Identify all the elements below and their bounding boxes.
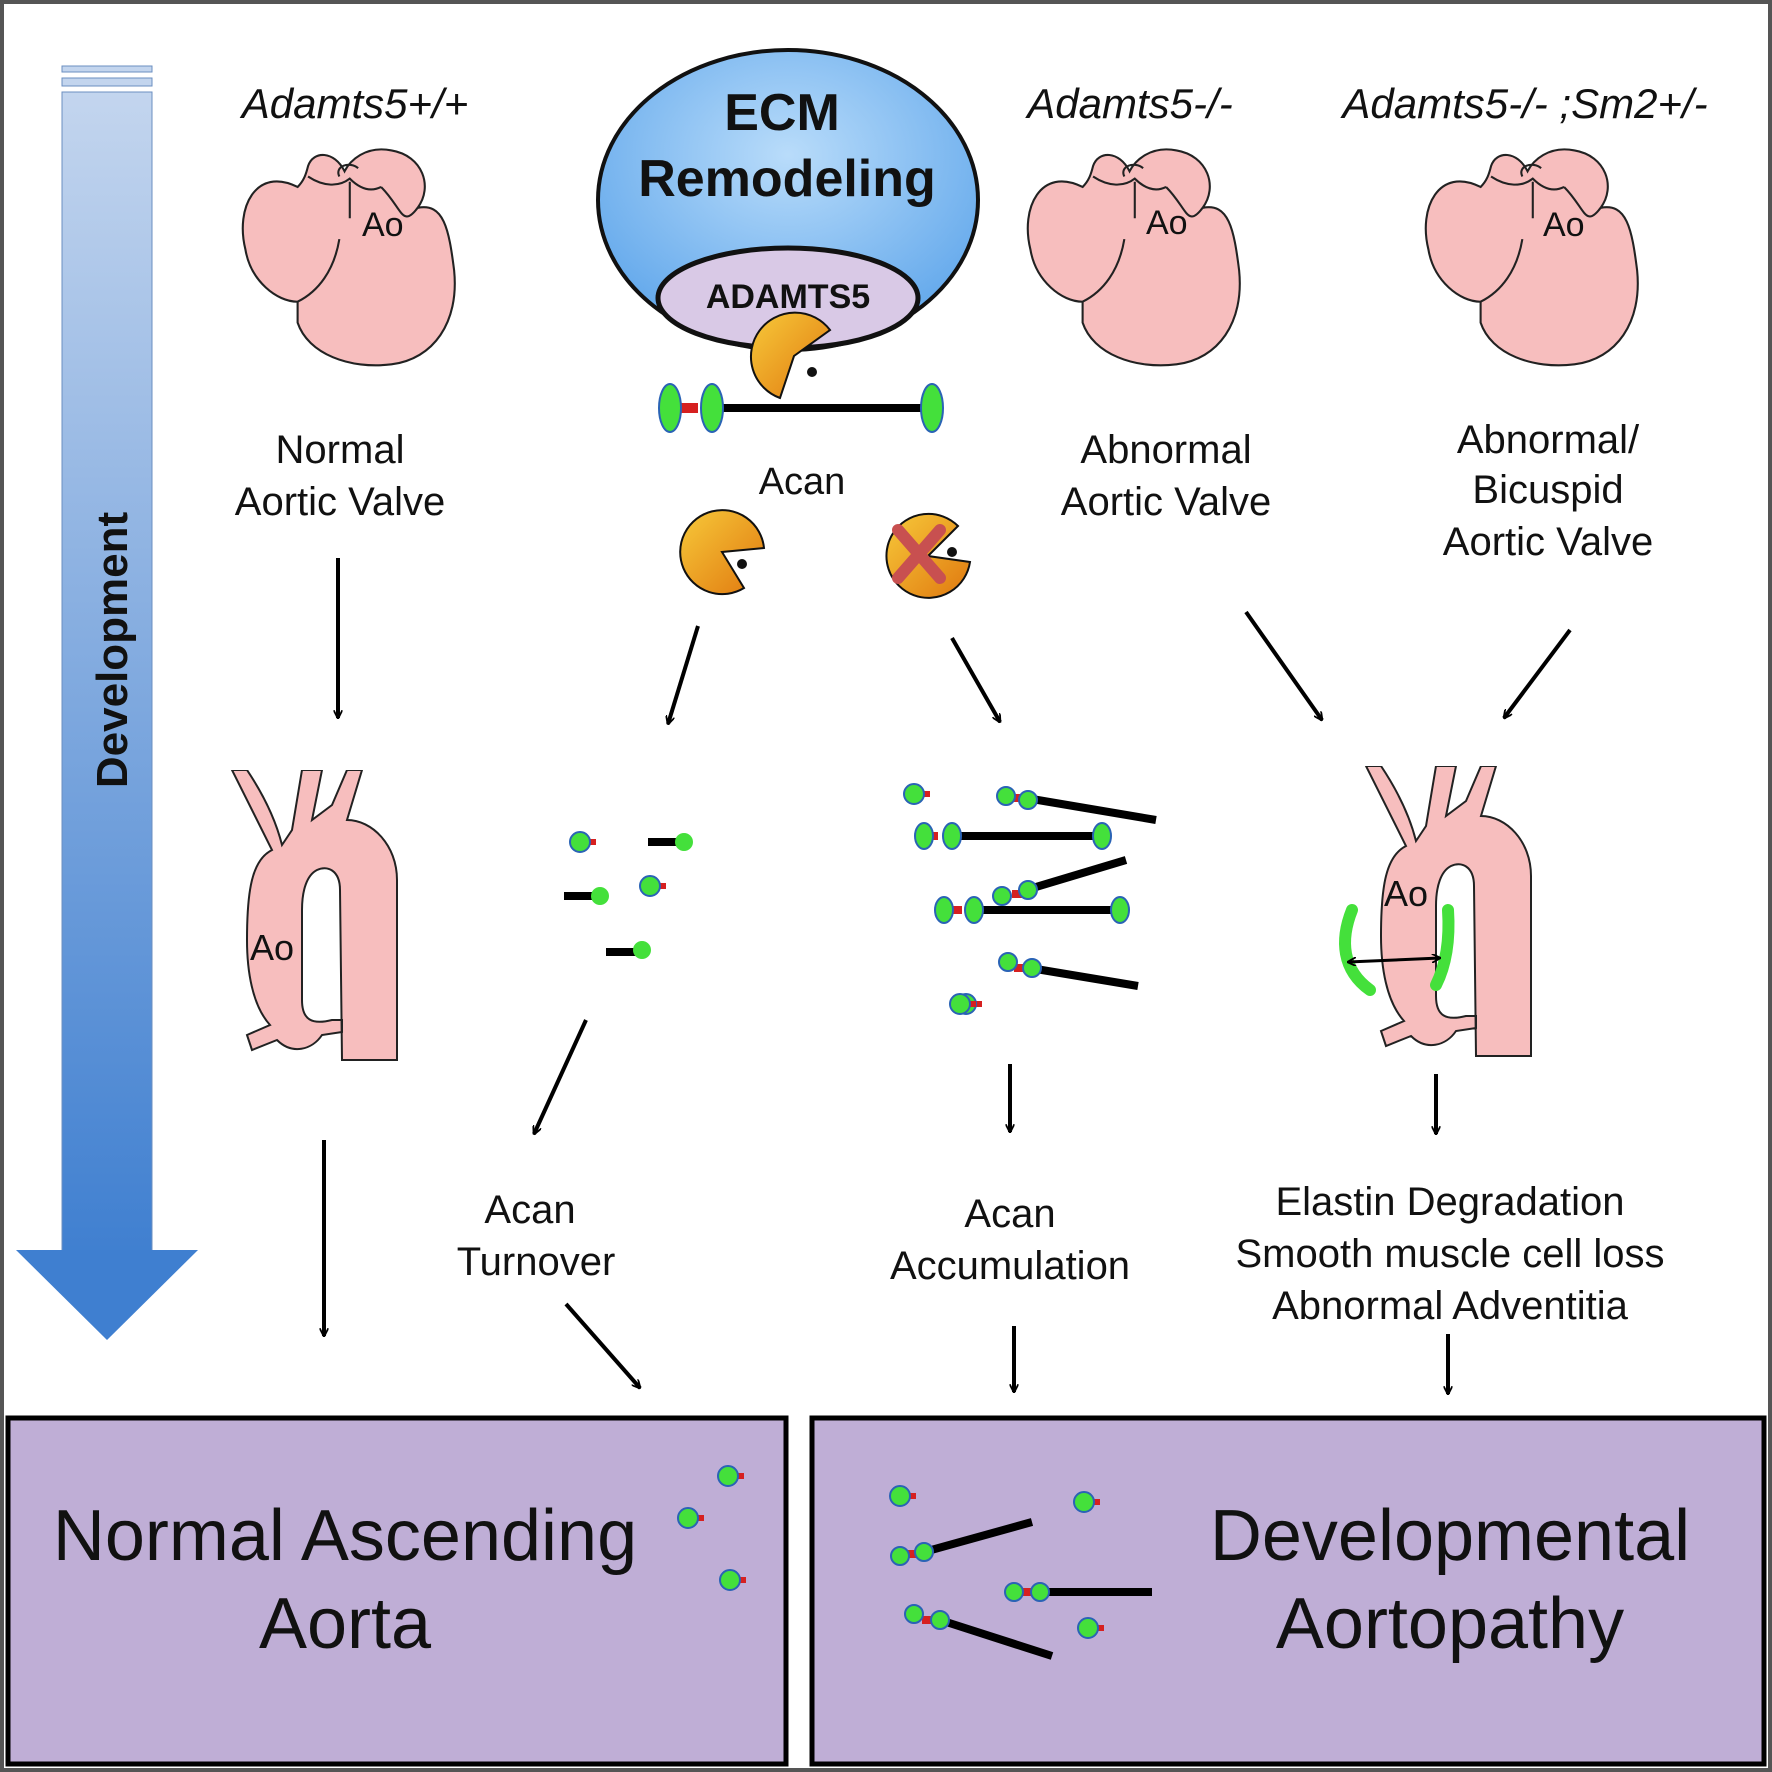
- acan-fragments-turnover: [564, 831, 983, 1015]
- normal-box-title-line2: Aorta: [258, 1584, 432, 1664]
- turnover-line1: Acan: [484, 1188, 576, 1232]
- aortopathy-box: [809, 1415, 1767, 1767]
- acan-accumulated: [903, 783, 1157, 1015]
- valve-ko-line2: Aortic Valve: [1060, 480, 1272, 524]
- ecm-label-line1: ECM: [724, 84, 840, 142]
- valve-ko-sm2-line2: Bicuspid: [1472, 468, 1624, 512]
- genotype-wt-label: Adamts5+/+: [241, 80, 469, 127]
- aorta-aortopathy-ao-label: Ao: [1384, 873, 1428, 914]
- valve-wt-line1: Normal: [275, 428, 405, 472]
- development-arrow: [16, 65, 198, 1340]
- adamts5-label: ADAMTS5: [706, 278, 870, 316]
- accumulation-line2: Accumulation: [889, 1244, 1131, 1288]
- valve-ko-line1: Abnormal: [1080, 428, 1252, 472]
- adamts5-pacman-icon: [749, 311, 832, 400]
- phenotype-elastin: Elastin Degradation: [1275, 1180, 1625, 1224]
- ecm-label-line2: Remodeling: [638, 150, 936, 208]
- valve-wt-line2: Aortic Valve: [234, 480, 446, 524]
- phenotype-adventitia: Abnormal Adventitia: [1272, 1284, 1628, 1328]
- acan-label: Acan: [759, 461, 846, 503]
- flow-arrows: [324, 558, 1572, 1394]
- heart-ko-sm2-ao-label: Ao: [1543, 206, 1585, 244]
- normal-aorta-box: [5, 1415, 789, 1767]
- inactive-enzyme-icon: [885, 512, 972, 599]
- heart-ko-ao-label: Ao: [1146, 204, 1188, 242]
- accumulation-line1: Acan: [964, 1192, 1056, 1236]
- aortopathy-box-title-line2: Aortopathy: [1275, 1584, 1625, 1664]
- turnover-line2: Turnover: [456, 1240, 616, 1284]
- acan-molecule-icon: [658, 383, 944, 433]
- normal-box-title-line1: Normal Ascending: [52, 1496, 638, 1576]
- aorta-wt-ao-label: Ao: [250, 927, 294, 968]
- valve-ko-sm2-line3: Aortic Valve: [1442, 520, 1654, 564]
- development-label: Development: [88, 512, 137, 789]
- valve-ko-sm2-line1: Abnormal/: [1456, 418, 1640, 462]
- genotype-ko-label: Adamts5-/-: [1027, 80, 1233, 127]
- box-aortopathy-acan: [889, 1485, 1152, 1660]
- heart-wt-ao-label: Ao: [362, 206, 404, 244]
- phenotype-smc: Smooth muscle cell loss: [1235, 1232, 1665, 1276]
- aortopathy-box-title-line1: Developmental: [1209, 1496, 1691, 1576]
- active-enzyme-icon: [679, 509, 766, 596]
- genotype-ko-sm2-label: Adamts5-/- ;Sm2+/-: [1342, 80, 1708, 127]
- dilation-marker: [1339, 904, 1455, 996]
- ecm-remodeling-node: [596, 48, 980, 352]
